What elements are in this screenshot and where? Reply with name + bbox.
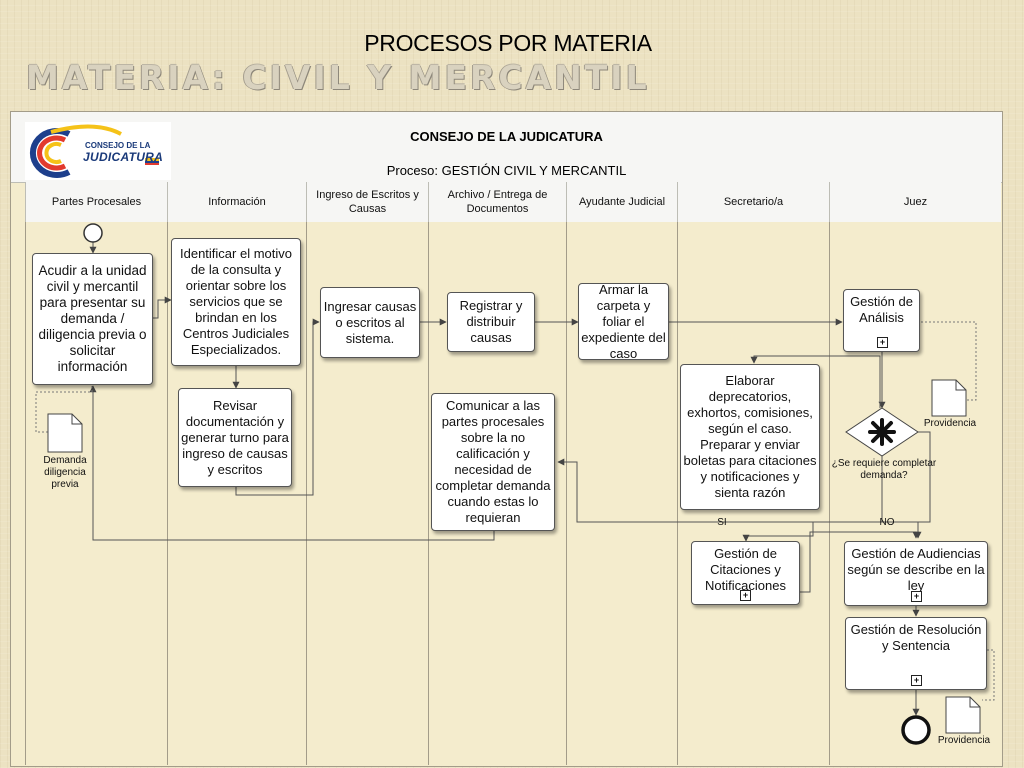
task-elaborar[interactable]: Elaborar deprecatorios, exhortos, comisi… xyxy=(680,364,820,510)
document-label-providencia1: Providencia xyxy=(923,418,977,429)
subprocess-expand-icon[interactable]: + xyxy=(911,675,922,686)
end-event xyxy=(901,715,931,745)
document-icon-providencia1 xyxy=(931,379,967,417)
document-icon-providencia2 xyxy=(945,696,981,734)
process-name: Proceso: GESTIÓN CIVIL Y MERCANTIL xyxy=(386,163,627,178)
subprocess-analisis-label: Gestión de Análisis xyxy=(850,294,913,325)
lane-divider xyxy=(829,222,830,765)
page-title: PROCESOS POR MATERIA xyxy=(364,30,652,56)
lane-header-archivo: Archivo / Entrega de Documentos xyxy=(428,182,566,222)
logo-text-line2: JUDICATURA xyxy=(83,150,164,164)
document-icon-demanda xyxy=(47,413,83,453)
lane-divider xyxy=(566,222,567,765)
gateway-yes-label: SI xyxy=(717,517,727,528)
task-registrar[interactable]: Registrar y distribuir causas xyxy=(447,292,535,352)
lane-divider xyxy=(167,222,168,765)
subprocess-analisis[interactable]: Gestión de Análisis + xyxy=(843,289,920,352)
logo-text-line1: CONSEJO DE LA xyxy=(85,141,151,150)
complex-gateway-icon xyxy=(845,407,919,457)
task-ingresar[interactable]: Ingresar causas o escritos al sistema. xyxy=(320,287,420,358)
lane-header-juez: Juez xyxy=(829,182,1001,222)
subprocess-audiencias-label: Gestión de Audiencias según se describe … xyxy=(847,546,985,593)
gateway-question: ¿Se requiere completar demanda? xyxy=(831,458,937,481)
logo: CONSEJO DE LA JUDICATURA xyxy=(25,122,171,180)
document-label-demanda: Demanda diligencia previa xyxy=(43,455,87,490)
logo-swirl-icon xyxy=(29,124,159,178)
task-armar[interactable]: Armar la carpeta y foliar el expediente … xyxy=(578,282,669,361)
lane-header-informacion: Información xyxy=(167,182,306,222)
subprocess-expand-icon[interactable]: + xyxy=(911,591,922,602)
gateway-no-label: NO xyxy=(879,517,895,528)
subprocess-expand-icon[interactable]: + xyxy=(740,590,751,601)
lane-header-partes: Partes Procesales xyxy=(25,182,167,222)
lane-divider xyxy=(306,222,307,765)
task-acudir[interactable]: Acudir a la unidad civil y mercantil par… xyxy=(32,253,153,385)
subprocess-audiencias[interactable]: Gestión de Audiencias según se describe … xyxy=(844,541,988,606)
subprocess-expand-icon[interactable]: + xyxy=(877,337,888,348)
organization-name: CONSEJO DE LA JUDICATURA xyxy=(410,129,603,144)
document-label-providencia2: Providencia xyxy=(937,735,991,746)
task-comunicar[interactable]: Comunicar a las partes procesales sobre … xyxy=(431,393,555,531)
subprocess-resolucion[interactable]: Gestión de Resolución y Sentencia + xyxy=(845,617,987,690)
subprocess-resolucion-label: Gestión de Resolución y Sentencia xyxy=(850,622,982,653)
lane-header-secretario: Secretario/a xyxy=(677,182,829,222)
lane-divider xyxy=(677,222,678,765)
subprocess-citaciones-label: Gestión de Citaciones y Notificaciones xyxy=(705,546,786,593)
start-event xyxy=(83,223,103,243)
subprocess-citaciones[interactable]: Gestión de Citaciones y Notificaciones + xyxy=(691,541,800,605)
lane-header-ayudante: Ayudante Judicial xyxy=(566,182,677,222)
lane-header-ingreso: Ingreso de Escritos y Causas xyxy=(306,182,428,222)
lane-divider xyxy=(25,222,26,765)
task-identificar[interactable]: Identificar el motivo de la consulta y o… xyxy=(171,238,301,366)
task-revisar[interactable]: Revisar documentación y generar turno pa… xyxy=(178,388,292,487)
page-heading: MATERIA: CIVIL Y MERCANTIL xyxy=(26,58,650,97)
lane-divider xyxy=(428,222,429,765)
